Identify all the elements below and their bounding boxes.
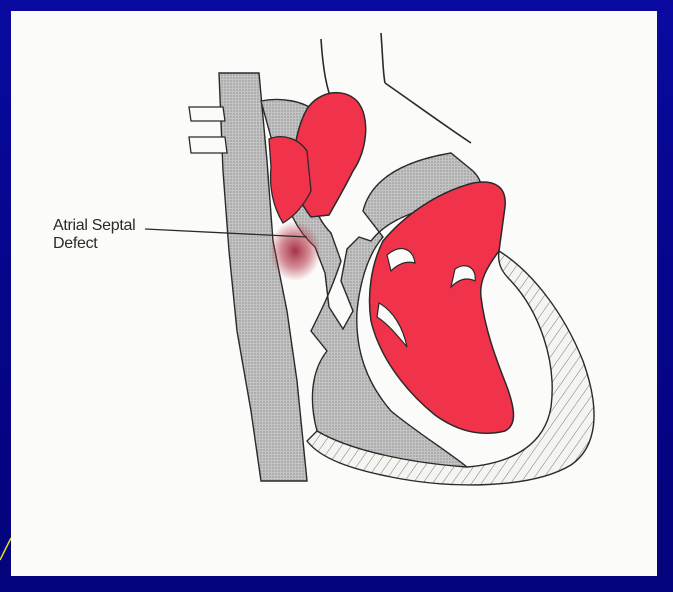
atrial-septal-defect-shading	[269, 221, 321, 281]
asd-label: Atrial Septal Defect	[53, 217, 135, 253]
heart-diagram	[11, 11, 657, 576]
asd-label-line1: Atrial Septal	[53, 217, 135, 235]
asd-label-line2: Defect	[53, 235, 135, 253]
diagram-panel: Atrial Septal Defect	[11, 11, 657, 576]
